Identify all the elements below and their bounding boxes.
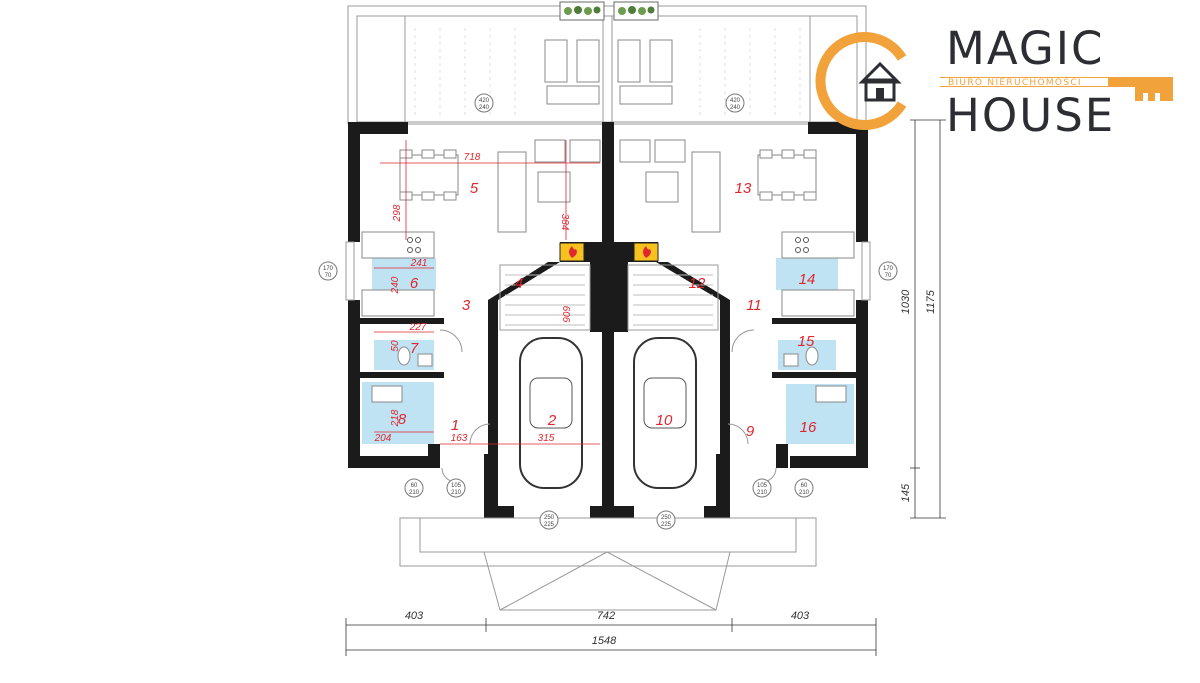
svg-text:204: 204 xyxy=(374,433,392,444)
room-label-5: 5 xyxy=(470,180,479,197)
room-label-9: 9 xyxy=(746,423,755,440)
dim-depth-main: 1030 xyxy=(900,289,912,314)
opening-markers: 420 240 420 240 170 70 170 70 60 210 105… xyxy=(318,93,898,530)
car-icon xyxy=(519,337,697,489)
svg-text:250: 250 xyxy=(661,515,672,521)
logo-tagline: BIURO NIERUCHOMOŚCI xyxy=(948,76,1082,88)
logo-line2: HOUSE xyxy=(946,89,1115,142)
terrace-outline xyxy=(347,5,867,125)
svg-text:240: 240 xyxy=(479,105,490,111)
dim-depth-total: 1175 xyxy=(925,289,937,314)
planter-left xyxy=(559,1,605,21)
inner-dimension-labels: 718 298 384 241 240 227 50 218 204 163 3… xyxy=(374,152,571,444)
svg-text:60: 60 xyxy=(411,483,418,489)
svg-text:225: 225 xyxy=(544,522,555,528)
room-label-8: 8 xyxy=(398,411,407,428)
svg-text:50: 50 xyxy=(390,340,401,352)
room-label-10: 10 xyxy=(656,412,673,429)
svg-text:210: 210 xyxy=(409,490,420,496)
room-label-1: 1 xyxy=(451,417,459,434)
room-label-2: 2 xyxy=(547,412,557,429)
svg-text:240: 240 xyxy=(390,276,401,294)
svg-text:105: 105 xyxy=(451,483,462,489)
dim-depth-front: 145 xyxy=(900,483,912,502)
svg-text:225: 225 xyxy=(661,522,672,528)
bathroom-fixtures xyxy=(371,346,847,403)
svg-text:70: 70 xyxy=(325,273,332,279)
svg-text:250: 250 xyxy=(544,515,555,521)
room-label-13: 13 xyxy=(735,180,752,197)
dim-right-wing: 403 xyxy=(791,610,810,622)
side-windows xyxy=(345,241,871,301)
dim-left-wing: 403 xyxy=(405,610,424,622)
staircases xyxy=(499,264,719,331)
room-label-3: 3 xyxy=(462,297,471,314)
room-label-11: 11 xyxy=(746,297,762,314)
svg-text:420: 420 xyxy=(730,98,741,104)
svg-text:60: 60 xyxy=(801,483,808,489)
room-labels: 1 2 3 4 5 6 7 8 9 10 11 12 13 14 15 16 xyxy=(398,180,817,440)
room-label-12: 12 xyxy=(689,275,706,292)
door-swings xyxy=(439,329,777,483)
svg-text:240: 240 xyxy=(730,105,741,111)
svg-text:170: 170 xyxy=(883,266,894,272)
svg-text:420: 420 xyxy=(479,98,490,104)
room-label-4: 4 xyxy=(515,275,523,292)
room-label-16: 16 xyxy=(800,419,817,436)
room-label-15: 15 xyxy=(798,333,815,350)
living-furniture xyxy=(399,139,817,233)
dim-center: 742 xyxy=(597,610,615,622)
svg-text:315: 315 xyxy=(538,433,555,444)
room-label-6: 6 xyxy=(410,275,419,292)
room-label-7: 7 xyxy=(410,340,419,357)
dim-total-width: 1548 xyxy=(592,635,617,647)
svg-text:210: 210 xyxy=(799,490,810,496)
magic-house-logo: MAGIC BIURO NIERUCHOMOŚCI HOUSE xyxy=(815,22,1173,142)
outer-dimension-lines xyxy=(345,119,946,656)
svg-text:170: 170 xyxy=(323,266,334,272)
fireplace-icon xyxy=(559,242,659,262)
svg-text:105: 105 xyxy=(757,483,768,489)
kitchen-units xyxy=(361,231,855,317)
svg-text:241: 241 xyxy=(410,258,428,269)
room-label-14: 14 xyxy=(799,271,816,288)
outer-dimension-labels: 403 742 403 1548 1030 1175 145 xyxy=(405,289,937,647)
svg-text:298: 298 xyxy=(392,204,403,222)
planter-right xyxy=(613,1,659,21)
svg-text:210: 210 xyxy=(757,490,768,496)
front-porch xyxy=(399,517,817,611)
svg-text:718: 718 xyxy=(464,152,481,163)
logo-line1: MAGIC xyxy=(946,22,1104,75)
svg-text:384: 384 xyxy=(559,214,570,231)
walls xyxy=(348,122,868,518)
pergola xyxy=(414,28,801,118)
house-key-icon xyxy=(858,61,902,102)
svg-text:163: 163 xyxy=(451,433,468,444)
dimension-lines xyxy=(374,140,600,445)
svg-text:606: 606 xyxy=(560,306,571,323)
svg-text:227: 227 xyxy=(409,322,427,333)
svg-text:218: 218 xyxy=(390,409,401,427)
svg-text:210: 210 xyxy=(451,490,462,496)
terrace-furniture xyxy=(544,39,673,105)
svg-text:70: 70 xyxy=(885,273,892,279)
